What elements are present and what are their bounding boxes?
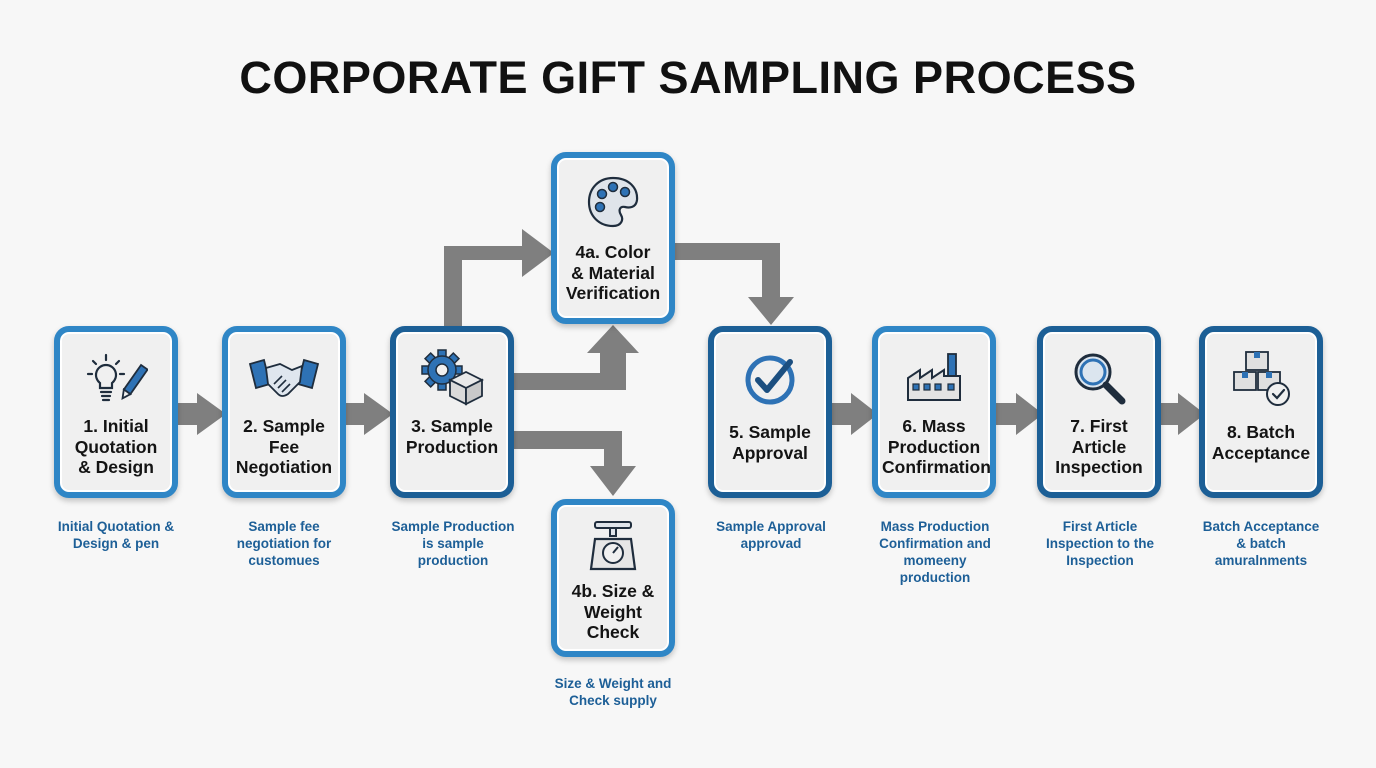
step-4a-label: 4a. Color & Material Verification xyxy=(565,242,661,303)
handshake-icon xyxy=(248,358,320,397)
step-7-caption: First Article Inspection to the Inspecti… xyxy=(1046,519,1154,568)
arrow-7-to-8 xyxy=(1157,393,1205,435)
arrow-5-to-6 xyxy=(828,393,878,435)
step-1-label: 1. Initial Quotation & Design xyxy=(74,416,158,477)
gear-box-icon xyxy=(421,349,484,406)
lightbulb-pen-icon xyxy=(86,353,148,402)
step-3-label: 3. Sample Production xyxy=(405,416,499,457)
step-2-caption: Sample fee negotiation for customues xyxy=(236,519,332,568)
page-title: CORPORATE GIFT SAMPLING PROCESS xyxy=(239,52,1137,103)
step-8-label: 8. Batch Acceptance xyxy=(1211,422,1311,463)
step-4b-caption: Size & Weight and Check supply xyxy=(554,676,672,708)
arrow-4a-to-5 xyxy=(671,243,794,325)
palette-icon xyxy=(587,176,639,228)
step-1-caption: Initial Quotation & Design & pen xyxy=(57,519,175,551)
step-2-box: 2. Sample Fee Negotiation xyxy=(222,326,346,498)
checkmark-circle-icon xyxy=(745,355,795,405)
step-2-label: 2. Sample Fee Negotiation xyxy=(235,416,333,477)
step-8-box: 8. Batch Acceptance xyxy=(1199,326,1323,498)
step-6-caption: Mass Production Confirmation and momeeny… xyxy=(879,519,991,585)
boxes-check-icon xyxy=(1233,351,1290,406)
step-4b-label: 4b. Size & Weight Check xyxy=(571,581,655,642)
step-5-label: 5. Sample Approval xyxy=(729,422,811,463)
magnifier-icon xyxy=(1074,353,1126,405)
step-7-box: 7. First Article Inspection xyxy=(1037,326,1161,498)
step-4b-box: 4b. Size & Weight Check xyxy=(551,499,675,657)
step-1-box: 1. Initial Quotation & Design xyxy=(54,326,178,498)
arrow-3-to-4a-bottom xyxy=(510,325,639,390)
step-3-box: 3. Sample Production xyxy=(390,326,514,498)
step-7-label: 7. First Article Inspection xyxy=(1055,416,1143,477)
step-5-caption: Sample Approval approvad xyxy=(716,519,826,551)
step-6-label: 6. Mass Production Confirmation xyxy=(882,416,991,477)
step-4a-box: 4a. Color & Material Verification xyxy=(551,152,675,324)
arrow-3-to-4a xyxy=(444,229,554,329)
step-6-box: 6. Mass Production Confirmation xyxy=(872,326,996,498)
arrow-3-to-4b xyxy=(510,431,636,496)
arrow-1-to-2 xyxy=(171,393,226,435)
step-5-box: 5. Sample Approval xyxy=(708,326,832,498)
arrow-2-to-3 xyxy=(337,393,393,435)
step-8-caption: Batch Acceptance & batch amuralnments xyxy=(1202,519,1320,568)
step-3-caption: Sample Production is sample production xyxy=(391,519,515,568)
scale-icon xyxy=(589,521,637,571)
arrow-6-to-7 xyxy=(993,393,1043,435)
factory-icon xyxy=(907,353,961,401)
